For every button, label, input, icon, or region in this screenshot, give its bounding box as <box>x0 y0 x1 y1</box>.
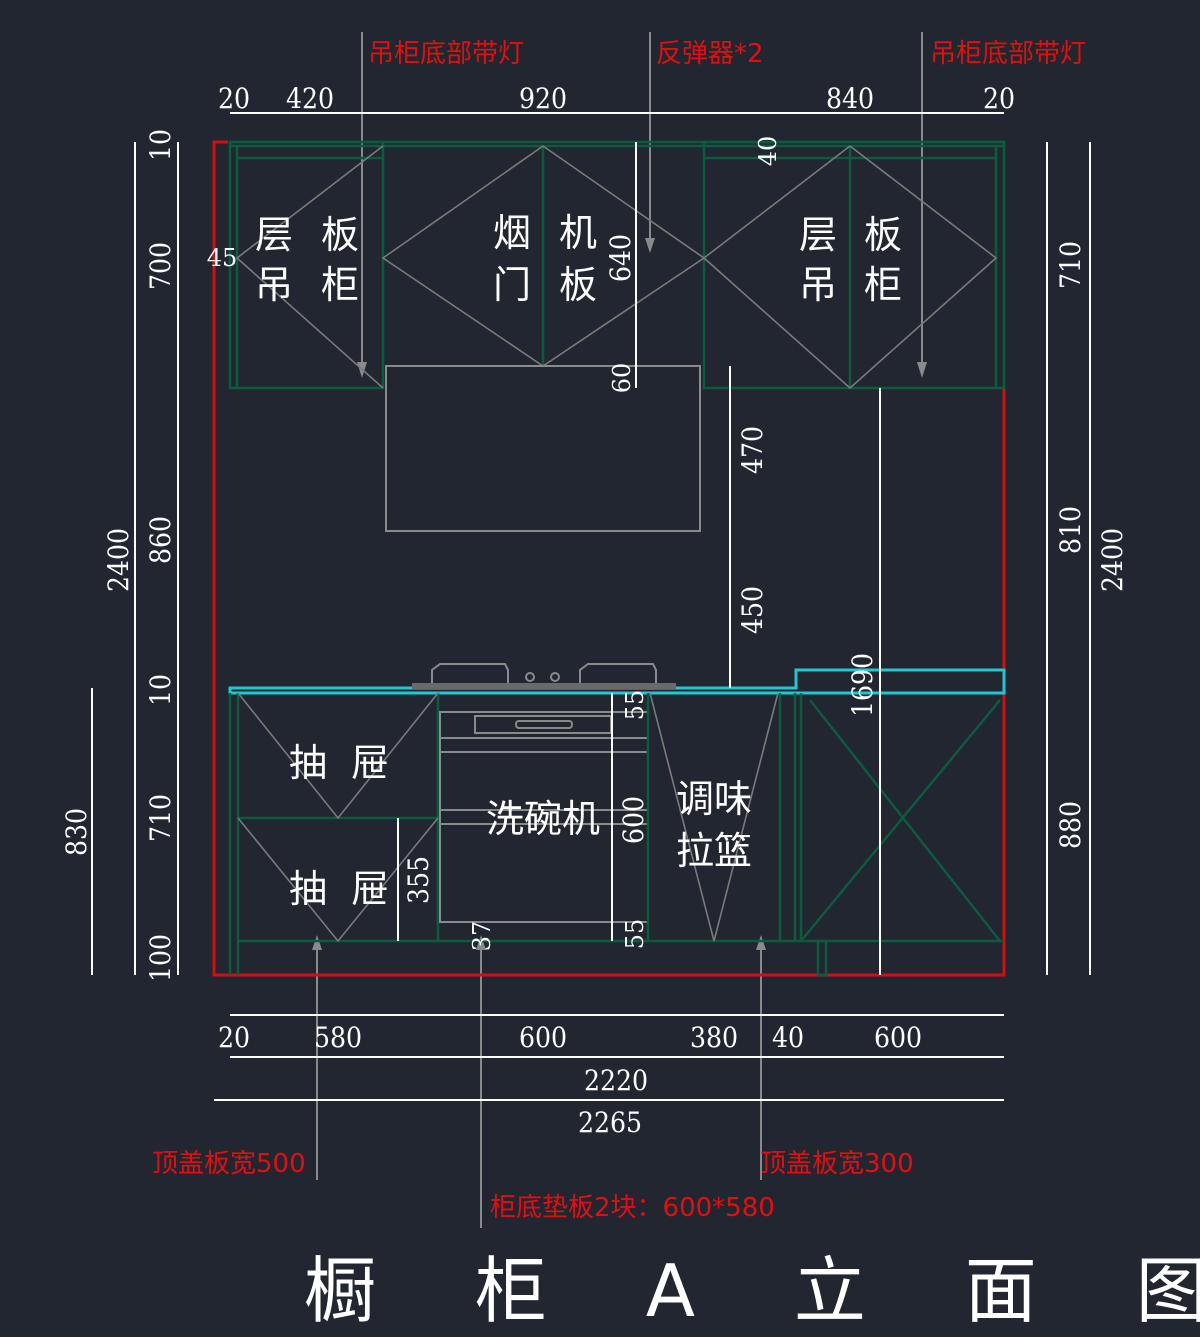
label-spice-rack: 调味 拉篮 <box>676 777 752 873</box>
dim-bottom-580: 580 <box>314 1021 362 1054</box>
gas-hob <box>412 663 676 689</box>
label-dishwasher: 洗碗机 <box>486 797 600 841</box>
wall-cabinets <box>228 140 1006 390</box>
leader-lines <box>312 32 927 1228</box>
arrow-icon <box>476 935 486 950</box>
hob-plate <box>412 683 676 689</box>
dim-top-20-right: 20 <box>983 82 1015 115</box>
dim-bottom-380: 380 <box>690 1021 738 1054</box>
dim-offset-45: 45 <box>207 244 238 272</box>
dim-left-710: 710 <box>144 794 177 842</box>
svg-text:吊: 吊 <box>799 263 837 307</box>
svg-text:层: 层 <box>799 213 837 257</box>
dim-right-710: 710 <box>1054 241 1087 289</box>
dim-bottom-20: 20 <box>218 1021 250 1054</box>
svg-text:机: 机 <box>559 211 597 255</box>
label-wall-cabinet-left: 层 板 吊 柜 <box>255 213 359 307</box>
countertop <box>228 668 1006 695</box>
dim-dishwasher-55-bottom: 55 <box>621 919 649 950</box>
label-wall-cabinet-right: 层 板 吊 柜 <box>799 213 902 307</box>
svg-text:板: 板 <box>321 213 359 257</box>
svg-text:抽: 抽 <box>289 867 327 911</box>
arrow-icon <box>645 238 655 253</box>
svg-text:柜: 柜 <box>321 263 359 307</box>
svg-text:门: 门 <box>493 263 531 307</box>
svg-text:烟: 烟 <box>493 211 531 255</box>
dim-right-880: 880 <box>1054 801 1087 849</box>
note-rebound: 反弹器*2 <box>656 39 764 69</box>
burner-right-icon <box>579 663 657 683</box>
dim-bottom-600-tall: 600 <box>874 1021 922 1054</box>
dim-total-2265: 2265 <box>578 1106 642 1139</box>
dim-bottom-600-dw: 600 <box>519 1021 567 1054</box>
arrow-icon <box>917 362 927 378</box>
range-hood <box>385 365 701 532</box>
dim-right-810: 810 <box>1054 506 1087 554</box>
knob-icon <box>550 672 560 682</box>
dim-gap-450: 450 <box>736 586 769 634</box>
burner-left-icon <box>431 663 509 683</box>
dim-hood-60: 60 <box>608 363 636 394</box>
dim-top-920: 920 <box>519 82 567 115</box>
base-cabinets <box>228 692 1004 977</box>
dim-left-860: 860 <box>144 516 177 564</box>
note-light-right: 吊柜底部带灯 <box>930 39 1086 69</box>
arrow-icon <box>312 935 322 950</box>
svg-text:层: 层 <box>255 213 293 257</box>
knob-icon <box>525 672 535 682</box>
dimension-lines <box>91 112 1091 1101</box>
label-drawer-bottom: 抽 屉 <box>289 867 389 911</box>
label-hood-door: 烟 机 门 板 <box>493 211 597 307</box>
dim-top-40: 40 <box>754 136 782 167</box>
dim-top-20-left: 20 <box>218 82 250 115</box>
dim-right-2400: 2400 <box>1096 528 1129 592</box>
svg-text:板: 板 <box>559 263 597 307</box>
arrow-icon <box>756 935 766 950</box>
svg-text:拉篮: 拉篮 <box>676 829 752 873</box>
dim-hood-640: 640 <box>604 234 637 282</box>
dim-left-2400: 2400 <box>102 528 135 592</box>
svg-text:抽: 抽 <box>289 741 327 785</box>
label-drawer-top: 抽 屉 <box>289 741 389 785</box>
dim-total-2220: 2220 <box>584 1064 648 1097</box>
svg-text:柜: 柜 <box>864 263 902 307</box>
note-cover-300: 顶盖板宽300 <box>760 1149 914 1179</box>
wall-cabinet-left <box>228 140 385 390</box>
dim-top-420: 420 <box>286 82 334 115</box>
wall-outline <box>212 140 1006 977</box>
svg-text:调味: 调味 <box>676 777 752 821</box>
dim-plinth-37: 37 <box>468 921 496 952</box>
dishwasher-panel <box>474 715 612 734</box>
dim-left-100: 100 <box>144 934 177 982</box>
dim-dishwasher-600: 600 <box>617 796 650 844</box>
dim-drawer-355: 355 <box>402 856 435 904</box>
dim-left-830: 830 <box>60 808 93 856</box>
wall-cabinet-right <box>702 140 1006 390</box>
drawing-title: 橱 柜 A 立 面 图 <box>304 1249 1200 1333</box>
dim-left-10-mid: 10 <box>144 674 177 706</box>
dim-bottom-40: 40 <box>772 1021 804 1054</box>
dishwasher-handle-icon <box>515 720 573 729</box>
note-plinth-boards: 柜底垫板2块：600*580 <box>490 1193 775 1223</box>
note-light-left: 吊柜底部带灯 <box>368 39 524 69</box>
svg-text:屉: 屉 <box>351 741 389 785</box>
note-cover-500: 顶盖板宽500 <box>152 1149 306 1179</box>
svg-text:吊: 吊 <box>255 263 293 307</box>
countertop-outline <box>228 668 1006 695</box>
svg-text:屉: 屉 <box>351 867 389 911</box>
dim-left-10-top: 10 <box>144 129 177 161</box>
spice-rack-swing <box>649 692 779 942</box>
dim-dishwasher-55-top: 55 <box>621 690 649 721</box>
svg-text:板: 板 <box>864 213 902 257</box>
dim-top-840: 840 <box>826 82 874 115</box>
dim-tall-1690: 1690 <box>846 653 879 717</box>
dim-left-700: 700 <box>144 242 177 290</box>
dim-gap-470: 470 <box>736 426 769 474</box>
